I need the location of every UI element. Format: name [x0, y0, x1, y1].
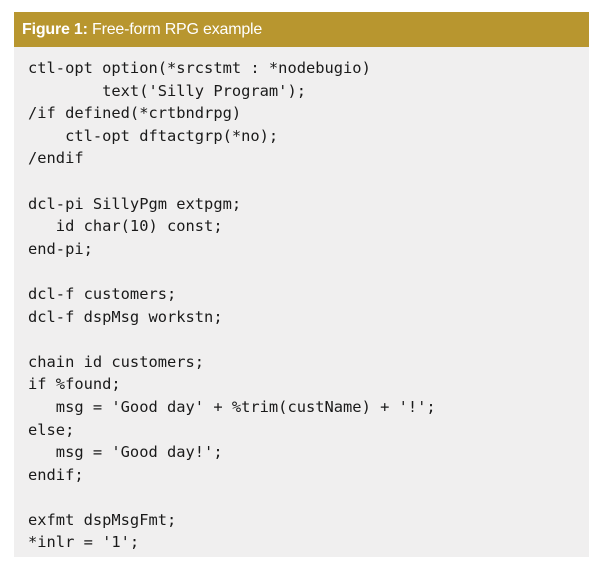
code-line: msg = 'Good day' + %trim(custName) + '!'… — [28, 397, 436, 416]
code-line: chain id customers; — [28, 352, 205, 371]
code-line: else; — [28, 420, 75, 439]
code-line — [28, 328, 589, 351]
code-line: text('Silly Program'); — [28, 81, 306, 100]
figure-box: Figure 1: Free-form RPG example ctl-opt … — [14, 12, 589, 557]
code-line: dcl-pi SillyPgm extpgm; — [28, 194, 242, 213]
code-line: exfmt dspMsgFmt; — [28, 510, 177, 529]
figure-title: Free-form RPG example — [92, 20, 263, 38]
code-line: endif; — [28, 465, 84, 484]
code-line — [28, 170, 589, 193]
code-line: msg = 'Good day!'; — [28, 443, 223, 462]
figure-header: Figure 1: Free-form RPG example — [14, 12, 589, 47]
code-line: ctl-opt option(*srcstmt : *nodebugio) — [28, 59, 371, 77]
code-line — [28, 260, 589, 283]
figure-label: Figure 1: — [22, 20, 88, 38]
code-line: end-pi; — [28, 239, 93, 258]
code-line — [28, 486, 589, 509]
code-listing: ctl-opt option(*srcstmt : *nodebugio) te… — [14, 47, 589, 554]
code-line: dcl-f customers; — [28, 284, 177, 303]
code-line: /if defined(*crtbndrpg) — [28, 104, 242, 123]
code-line: id char(10) const; — [28, 217, 223, 236]
code-line: ctl-opt dftactgrp(*no); — [28, 126, 279, 145]
code-line: *inlr = '1'; — [28, 533, 140, 552]
code-line: dcl-f dspMsg workstn; — [28, 307, 223, 326]
code-line: if %found; — [28, 375, 121, 394]
code-line: /endif — [28, 149, 84, 168]
